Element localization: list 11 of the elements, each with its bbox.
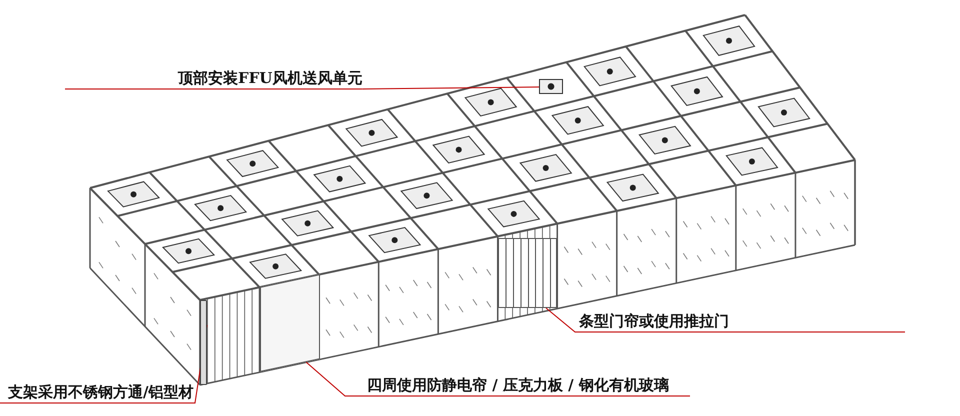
callout-label: 支架采用不锈钢方通/铝型材 [8, 382, 194, 402]
ffu-unit [539, 79, 563, 94]
callout-label: 条型门帘或使用推拉门 [579, 311, 729, 331]
leader-line [546, 308, 580, 332]
wall-panel [260, 274, 319, 372]
door-curtain [498, 238, 557, 308]
callout-label: 顶部安装FFU风机送风单元 [178, 68, 362, 88]
leader-line [362, 86, 540, 90]
callout-label: 四周使用防静电帘 / 压克力板 / 钢化有机玻璃 [367, 375, 669, 395]
leader-line [306, 362, 368, 396]
frame-post [200, 300, 207, 385]
